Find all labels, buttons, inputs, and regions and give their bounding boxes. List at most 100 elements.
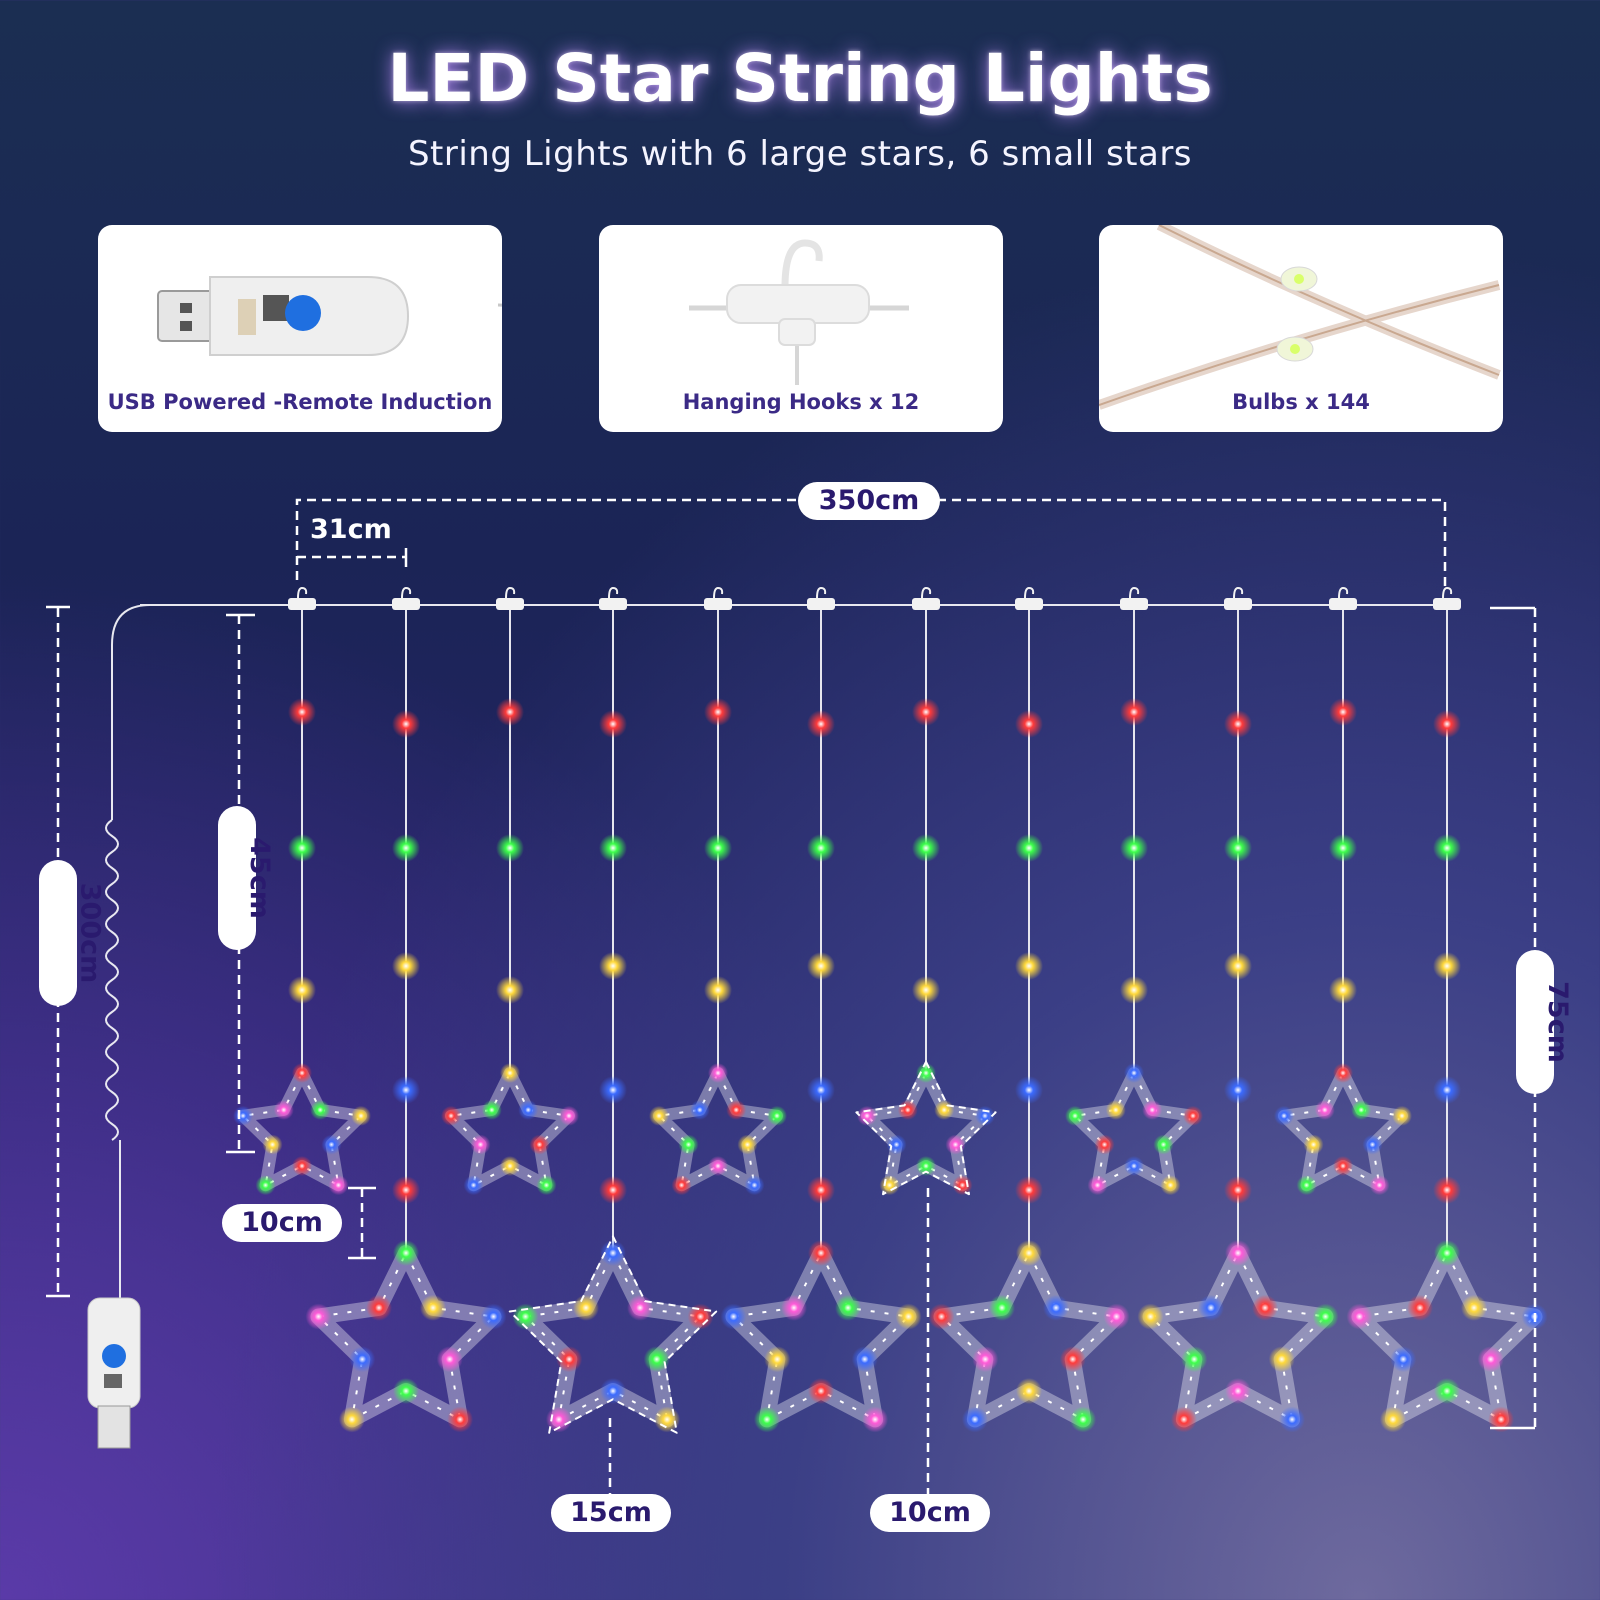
star-bulb — [1225, 1240, 1251, 1266]
star-bulb — [1391, 1105, 1412, 1126]
bulb — [599, 710, 627, 738]
star-bulb — [1160, 1175, 1181, 1196]
star-bulb — [1181, 1346, 1208, 1373]
star-bulb — [1124, 1063, 1144, 1083]
hook-clip — [704, 598, 732, 610]
star-bulb — [1225, 1378, 1251, 1404]
bulb — [599, 834, 627, 862]
hook-icon — [921, 586, 932, 599]
star-bulb — [1043, 1294, 1070, 1321]
hook-icon — [1129, 586, 1140, 599]
feed-cable — [111, 604, 300, 820]
star-bulb — [273, 1099, 294, 1120]
star-bulb — [649, 1105, 670, 1126]
star-bulb — [1312, 1303, 1339, 1330]
bulb — [392, 1076, 420, 1104]
star-bulb — [463, 1175, 484, 1196]
star-bulb — [350, 1105, 371, 1126]
star-bulb — [945, 1134, 966, 1155]
star-bulb — [292, 1156, 312, 1176]
star-outline — [1149, 1252, 1327, 1421]
hook-clip — [807, 598, 835, 610]
star-bulb — [536, 1175, 557, 1196]
star-bulb — [1346, 1303, 1373, 1330]
bulb — [599, 1176, 627, 1204]
star-bulb — [720, 1303, 747, 1330]
star-bulb — [895, 1303, 922, 1330]
bulb — [1015, 1076, 1043, 1104]
bulb — [1224, 834, 1252, 862]
bulb — [288, 976, 316, 1004]
star-bulb — [512, 1303, 539, 1330]
star-bulb — [321, 1134, 342, 1155]
star-bulb — [988, 1294, 1015, 1321]
star-bulb — [1406, 1294, 1433, 1321]
usb-controller-icon — [87, 1297, 141, 1449]
star-size-outline — [855, 1060, 997, 1196]
star-bulb — [365, 1294, 392, 1321]
bulb — [1015, 952, 1043, 980]
hook-clip — [496, 598, 524, 610]
star-bulb — [1434, 1378, 1460, 1404]
star-bulb — [1059, 1346, 1086, 1373]
star-bulb — [1065, 1105, 1086, 1126]
star-bulb — [1252, 1294, 1279, 1321]
star-bulb — [1333, 1063, 1353, 1083]
star-bulb — [518, 1099, 539, 1120]
star-bulb — [1105, 1099, 1126, 1120]
bulb — [1015, 1176, 1043, 1204]
usb-remote-icon — [157, 276, 502, 356]
star-bulb — [262, 1134, 283, 1155]
hook-clip — [1433, 598, 1461, 610]
hanging-hook-icon — [689, 239, 909, 385]
page-subtitle: String Lights with 6 large stars, 6 smal… — [407, 134, 1193, 174]
star-bulb — [857, 1105, 878, 1126]
bulb — [1015, 834, 1043, 862]
star-bulb — [600, 1378, 626, 1404]
bulb — [1329, 698, 1357, 726]
star-outline — [940, 1252, 1118, 1421]
star-outline — [524, 1252, 702, 1421]
hook-icon — [401, 586, 412, 599]
hook-icon — [1338, 586, 1349, 599]
star-bulb — [744, 1175, 765, 1196]
star-bulb — [1016, 1240, 1042, 1266]
star-bulb — [1279, 1406, 1306, 1433]
star-bulb — [753, 1406, 780, 1433]
star-bulb — [470, 1134, 491, 1155]
star-bulb — [916, 1063, 936, 1083]
star-bulb — [328, 1175, 349, 1196]
star-bulb — [558, 1105, 579, 1126]
dimension-lines — [46, 498, 1537, 1495]
feature-card-hook: Hanging Hooks x 12 — [599, 225, 1003, 432]
star-outline — [317, 1252, 495, 1421]
hook-clip — [912, 598, 940, 610]
star-bulb — [500, 1156, 520, 1176]
star-bulb — [1362, 1134, 1383, 1155]
hook-icon — [505, 586, 516, 599]
star-bulb — [393, 1240, 419, 1266]
star-bulb — [1274, 1105, 1295, 1126]
star-bulb — [780, 1294, 807, 1321]
star-bulb — [764, 1346, 791, 1373]
star-bulb — [708, 1156, 728, 1176]
star-bulb — [862, 1406, 889, 1433]
star-bulb — [572, 1294, 599, 1321]
feature-label-bulbs: Bulbs x 144 — [1232, 390, 1370, 414]
star-bulb — [671, 1175, 692, 1196]
star-bulb — [305, 1303, 332, 1330]
star-bulb — [897, 1099, 918, 1120]
hook-icon — [1233, 586, 1244, 599]
dim-large-star-size: 15cm — [551, 1494, 671, 1532]
star-bulb — [1488, 1406, 1515, 1433]
star-bulb — [737, 1134, 758, 1155]
star-bulb — [1094, 1134, 1115, 1155]
star-bulb — [643, 1346, 670, 1373]
hook-clip — [1120, 598, 1148, 610]
star-bulb — [687, 1303, 714, 1330]
star-bulb — [972, 1346, 999, 1373]
feature-label-hook: Hanging Hooks x 12 — [682, 390, 920, 414]
bulb — [1120, 834, 1148, 862]
star-bulb — [678, 1134, 699, 1155]
